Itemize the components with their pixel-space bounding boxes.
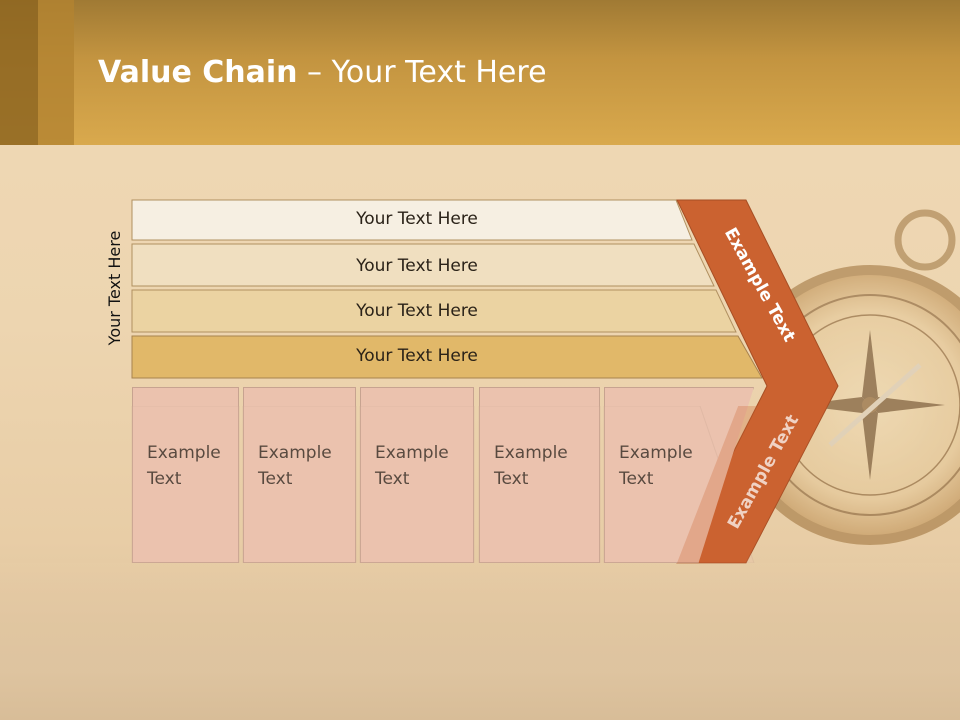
box-5-line1: Example [619,443,693,463]
box-3-line2: Text [375,469,409,489]
header-accent-dark [0,0,38,145]
box-3-line1: Example [375,443,449,463]
box-4-line2: Text [494,469,528,489]
reflection [131,406,838,563]
box-1-line2: Text [147,469,181,489]
band-4-shape [131,335,763,379]
header-accent-light [38,0,74,145]
box-2-line2: Text [258,469,292,489]
band-3-shape [131,289,737,333]
slide-title: Value Chain – Your Text Here [98,55,547,90]
band-2-text: Your Text Here [356,256,478,276]
compass-image [770,209,960,545]
side-label: Your Text Here [105,230,124,346]
band-3-text: Your Text Here [356,301,478,321]
reflection-fade [0,563,960,720]
box-4-line1: Example [494,443,568,463]
box-1-line1: Example [147,443,221,463]
box-5-line2: Text [619,469,653,489]
title-bold: Value Chain [98,55,298,90]
band-1-shape [131,199,693,241]
header-bar [0,0,960,145]
band-2-shape [131,243,715,287]
band-4-text: Your Text Here [356,346,478,366]
band-1-text: Your Text Here [356,209,478,229]
title-rest: – Your Text Here [297,55,547,90]
box-2-line1: Example [258,443,332,463]
